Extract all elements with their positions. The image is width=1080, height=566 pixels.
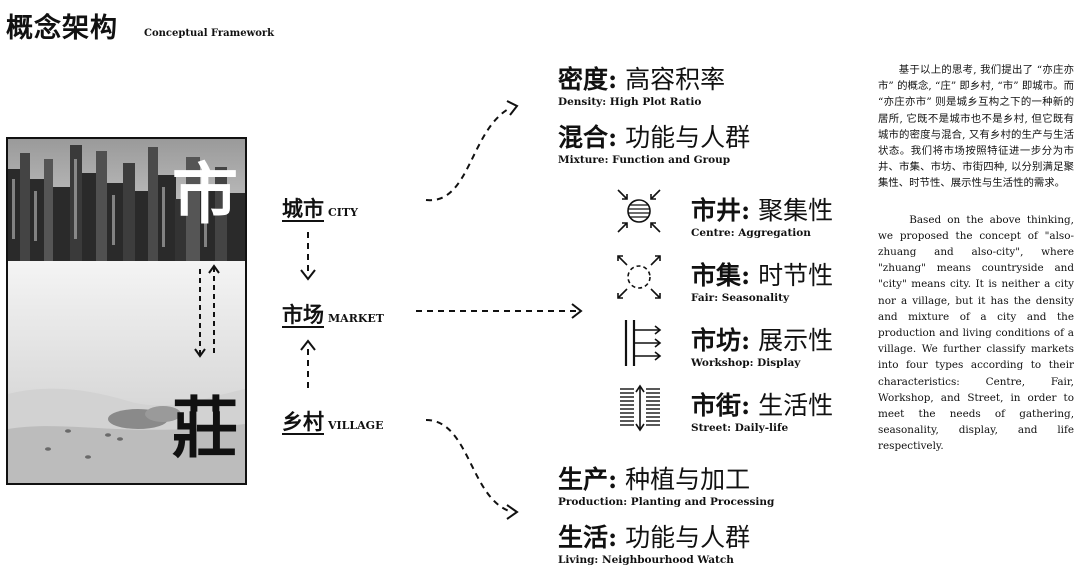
city-village-photo: 市 莊: [6, 137, 247, 485]
market-type-fair-cn: 市集: 时节性: [691, 261, 834, 290]
village-attr-living-en: Living: Neighbourhood Watch: [558, 554, 734, 566]
page-subtitle: Conceptual Framework: [144, 28, 275, 39]
node-city: 城市 CITY: [282, 193, 358, 223]
description-en: Based on the above thinking, we proposed…: [878, 213, 1074, 453]
city-attr-mixture: 混合: 功能与人群 Mixture: Function and Group: [558, 118, 750, 166]
aggregation-icon: [617, 189, 661, 233]
village-attr-production: 生产: 种植与加工 Production: Planting and Proce…: [558, 460, 774, 508]
node-city-cn: 城市: [282, 196, 324, 221]
node-village-cn: 乡村: [282, 409, 324, 434]
city-attr-mixture-cn: 混合: 功能与人群: [558, 123, 751, 152]
city-attrs-arrow: [425, 107, 511, 202]
village-attr-living: 生活: 功能与人群 Living: Neighbourhood Watch: [558, 518, 750, 566]
market-type-centre-cn: 市井: 聚集性: [691, 196, 834, 225]
city-attr-density-cn: 密度: 高容积率: [558, 65, 726, 94]
city-attr-mixture-en: Mixture: Function and Group: [558, 154, 731, 166]
node-city-en: CITY: [328, 206, 358, 219]
daily-life-icon: [620, 384, 660, 432]
village-char: 莊: [172, 389, 238, 467]
description-text: 基于以上的思考, 我们提出了 “亦庄亦市” 的概念, “庄” 即乡村, “市” …: [878, 62, 1074, 455]
market-type-centre: 市井: 聚集性 Centre: Aggregation: [691, 191, 833, 239]
market-type-workshop-en: Workshop: Display: [691, 357, 801, 369]
village-attr-production-en: Production: Planting and Processing: [558, 496, 775, 508]
market-type-workshop-cn: 市坊: 展示性: [691, 326, 834, 355]
node-market: 市场 MARKET: [282, 299, 384, 329]
seasonality-icon: [617, 255, 661, 299]
description-cn: 基于以上的思考, 我们提出了 “亦庄亦市” 的概念, “庄” 即乡村, “市” …: [878, 64, 1074, 190]
village-attr-living-cn: 生活: 功能与人群: [558, 523, 751, 552]
market-type-fair: 市集: 时节性 Fair: Seasonality: [691, 256, 833, 304]
exchange-arrows-icon: [194, 264, 220, 358]
display-icon: [624, 320, 662, 366]
node-market-en: MARKET: [328, 312, 384, 325]
market-type-workshop: 市坊: 展示性 Workshop: Display: [691, 321, 833, 369]
village-attrs-arrow: [425, 419, 513, 513]
city-char: 市: [172, 155, 238, 233]
node-village: 乡村 VILLAGE: [282, 406, 383, 436]
market-type-centre-en: Centre: Aggregation: [691, 227, 811, 239]
market-type-street: 市街: 生活性 Street: Daily-life: [691, 386, 833, 434]
village-attr-production-cn: 生产: 种植与加工: [558, 465, 751, 494]
node-market-cn: 市场: [282, 302, 324, 327]
photo-illustration: [8, 139, 245, 483]
city-attr-density: 密度: 高容积率 Density: High Plot Ratio: [558, 60, 725, 108]
market-type-street-cn: 市街: 生活性: [691, 391, 834, 420]
market-type-street-en: Street: Daily-life: [691, 422, 789, 434]
market-type-fair-en: Fair: Seasonality: [691, 292, 790, 304]
page-title: 概念架构: [6, 13, 118, 44]
city-attr-density-en: Density: High Plot Ratio: [558, 96, 702, 108]
node-village-en: VILLAGE: [328, 419, 384, 432]
